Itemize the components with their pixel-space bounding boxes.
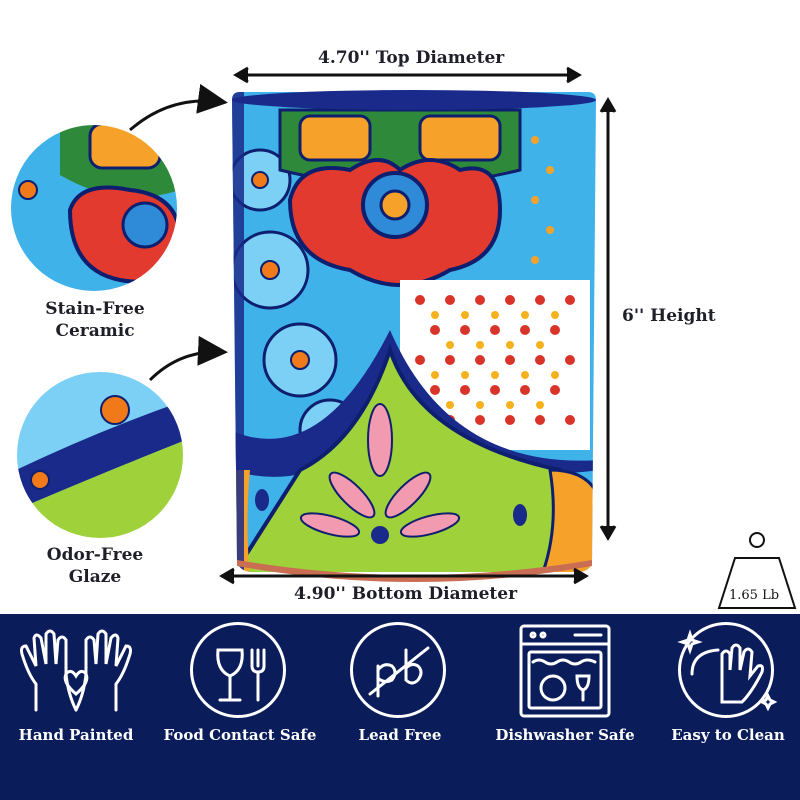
height-label: 6'' Height [622, 306, 716, 326]
feature-easy-to-clean: Easy to Clean [648, 614, 800, 800]
feature-label-dishwasher-safe: Dishwasher Safe [495, 726, 635, 744]
bottom-diameter-arrow [219, 567, 589, 585]
height-arrow [599, 97, 617, 541]
stain-free-label: Stain-Free Ceramic [20, 298, 170, 342]
odor-free-label: Odor-Free Glaze [20, 544, 170, 588]
glass-fork-icon [216, 648, 266, 702]
feature-lead-free: Lead Free [320, 614, 480, 800]
odor-free-line1: Odor-Free [46, 545, 144, 565]
stain-free-line1: Stain-Free [45, 299, 145, 319]
feature-label-lead-free: Lead Free [358, 726, 442, 744]
feature-label-easy-to-clean: Easy to Clean [671, 726, 785, 744]
feature-label-hand-painted: Hand Painted [18, 726, 134, 744]
weight-icon [717, 532, 797, 609]
utensil-holder-pot [232, 90, 596, 582]
callout-arrow-top [129, 83, 228, 132]
feature-dishwasher-safe: Dishwasher Safe [485, 614, 645, 800]
bottom-diameter-label: 4.90'' Bottom Diameter [294, 584, 518, 604]
easy-clean-ring [678, 622, 774, 718]
lead-free-ring [350, 622, 446, 718]
cleaning-hand-icon [677, 629, 778, 712]
stain-free-line2: Ceramic [55, 321, 135, 341]
feature-food-contact-safe: Food Contact Safe [160, 614, 320, 800]
odor-free-closeup [15, 370, 185, 540]
dishwasher-icon [519, 624, 611, 718]
feature-hand-painted: Hand Painted [0, 614, 156, 800]
top-diameter-label: 4.70'' Top Diameter [318, 48, 505, 68]
product-illustration [9, 66, 797, 609]
no-lead-icon [368, 646, 430, 698]
stain-free-closeup [9, 123, 179, 293]
weight-label: 1.65 Lb [729, 588, 780, 603]
hands-heart-icon [20, 629, 132, 712]
features-banner: Hand Painted Food Contact Safe Lead Free [0, 614, 800, 800]
feature-label-food-contact-safe: Food Contact Safe [163, 726, 317, 744]
callout-arrow-bottom [148, 335, 228, 382]
food-safe-ring [190, 622, 286, 718]
odor-free-line2: Glaze [68, 567, 122, 587]
top-diameter-arrow [233, 66, 582, 84]
